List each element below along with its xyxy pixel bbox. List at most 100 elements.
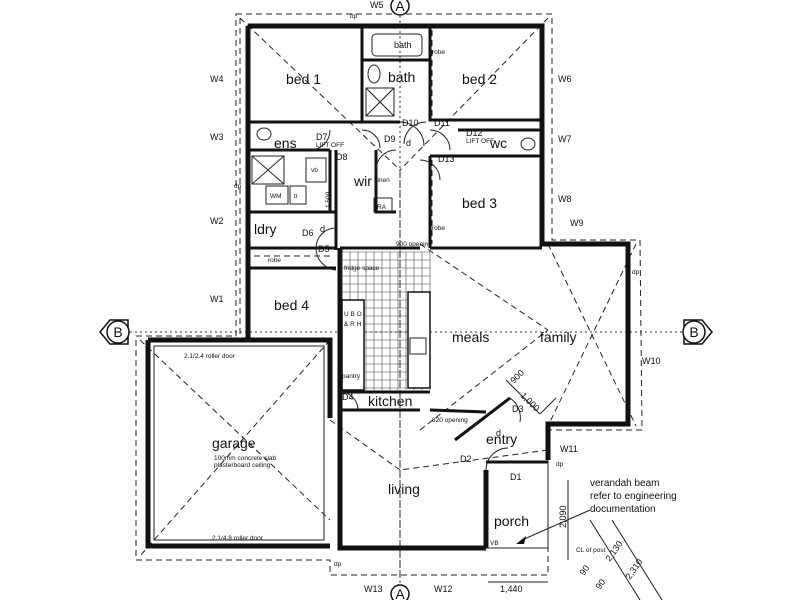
dim-2130: 2,130 xyxy=(603,539,624,563)
door-labels: D1 D2 D3 D4 D5 D6 D7 D8 D9 D10 D11 D12 D… xyxy=(302,118,524,482)
fixture-opening-900: 900 opening xyxy=(396,241,432,248)
window-label-w4: W4 xyxy=(210,74,224,84)
door-mark-1: d xyxy=(406,138,411,148)
dim-1440: 1,440 xyxy=(500,584,523,594)
wc-toilet xyxy=(520,137,536,151)
door-label-d12: D12 xyxy=(466,128,483,138)
window-labels: W1 W2 W3 W4 W5 W6 W7 W8 W9 W10 W11 W12 W… xyxy=(210,0,661,594)
verandah-arrowhead xyxy=(516,536,526,544)
window-label-w9: W9 xyxy=(570,218,584,228)
room-label-bath: bath xyxy=(388,69,415,85)
fixture-tr: tr xyxy=(294,193,299,200)
downpipe-1: dp xyxy=(350,13,358,20)
garage-roller-door-top: 2.1/2.4 roller door xyxy=(184,353,236,360)
window-label-w13: W13 xyxy=(364,584,383,594)
door-label-d1: D1 xyxy=(510,472,522,482)
section-marker-a-top: A xyxy=(390,0,410,16)
room-label-bed1: bed 1 xyxy=(286,71,321,87)
window-label-w12: W12 xyxy=(434,584,453,594)
section-marker-a-bottom: A xyxy=(390,584,410,600)
room-label-meals: meals xyxy=(452,329,489,345)
dim-1500: 1,500 xyxy=(325,191,332,208)
verandah-note-3: documentation xyxy=(590,504,656,515)
window-label-w11: W11 xyxy=(560,444,578,454)
door-label-d10: D10 xyxy=(402,118,419,128)
verandah-note-1: verandah beam xyxy=(590,478,660,489)
fixture-pantry: pantry xyxy=(342,373,361,380)
door-label-d2: D2 xyxy=(460,454,472,464)
exterior-walls xyxy=(145,23,631,551)
window-label-w2: W2 xyxy=(210,216,224,226)
room-label-entry: entry xyxy=(486,431,517,447)
verandah-note-2: refer to engineering xyxy=(590,491,677,502)
fixture-wm: WM xyxy=(270,193,282,200)
window-label-w10: W10 xyxy=(642,356,661,366)
bath-shower xyxy=(365,87,395,117)
post-note: CL of post xyxy=(576,547,606,554)
room-label-wir: wir xyxy=(353,173,372,189)
section-label-a-top: A xyxy=(395,0,405,14)
door-label-d11: D11 xyxy=(434,118,450,128)
garage-slab-note: 100mm concrete slab xyxy=(214,455,277,462)
window-label-w1: W1 xyxy=(210,294,224,304)
room-label-living: living xyxy=(388,481,420,497)
dim-2310: 2,310 xyxy=(623,557,644,581)
fixture-rh: & R H xyxy=(344,321,362,328)
fixture-ubo: U B O xyxy=(344,311,362,318)
fixture-ra: RA xyxy=(377,204,387,211)
section-marker-b-left: B xyxy=(99,319,130,345)
door-mark-2: d xyxy=(320,224,325,234)
dim-2090: 2,090 xyxy=(558,505,568,528)
bath-tub xyxy=(371,33,423,57)
washing-machine-box xyxy=(265,185,289,205)
door-label-d6: D6 xyxy=(302,228,314,238)
room-label-bath-small: bath xyxy=(394,40,412,50)
bath-basin xyxy=(367,64,381,84)
window-label-w3: W3 xyxy=(210,132,224,142)
laundry-tub-box xyxy=(289,185,307,205)
section-label-b-right: B xyxy=(689,324,698,340)
garage-inner xyxy=(153,345,325,541)
window-label-w6: W6 xyxy=(558,74,572,84)
window-label-w8: W8 xyxy=(558,194,572,204)
room-label-bed3: bed 3 xyxy=(462,195,497,211)
fixture-robe-bed2: robe xyxy=(432,49,445,56)
door-label-d4: D4 xyxy=(342,392,354,402)
room-label-ldry: ldry xyxy=(254,221,277,237)
door-mark-3: d xyxy=(496,428,501,438)
fixture-robe-bed4: robe xyxy=(268,257,281,264)
kitchen-bench xyxy=(341,299,365,391)
door-swings xyxy=(309,121,521,471)
fixture-vb-porch: VB xyxy=(490,540,499,547)
door-label-d9: D9 xyxy=(384,134,396,144)
fixture-liftoff-d7: LIFT OFF xyxy=(316,142,344,149)
kitchen-sink xyxy=(409,337,427,355)
eave-outline xyxy=(135,13,643,576)
ens-shower xyxy=(251,155,285,185)
fixture-opening-820: 820 opening xyxy=(432,417,468,424)
verandah-leader xyxy=(521,509,591,541)
downpipe-2: dp xyxy=(234,183,242,190)
section-label-b-left: B xyxy=(113,324,122,340)
room-label-garage: garage xyxy=(212,435,256,451)
door-label-d8: D8 xyxy=(336,152,348,162)
door-label-d7: D7 xyxy=(316,132,328,142)
downpipe-3: dp xyxy=(632,269,640,276)
fixture-robe-bed3: robe xyxy=(432,225,445,232)
dim-900: 900 xyxy=(508,368,526,386)
fixture-liftoff-d12: LIFT OFF xyxy=(466,138,494,145)
section-marker-b-right: B xyxy=(682,319,713,345)
downpipe-4: dp xyxy=(556,461,564,468)
garage-ceiling-note: plasterboard ceiling xyxy=(214,462,271,469)
door-label-d5: D5 xyxy=(318,244,330,254)
section-label-a-bottom: A xyxy=(395,586,405,600)
fixture-vb-ens: vb xyxy=(311,167,318,174)
room-label-ens: ens xyxy=(274,135,297,151)
ens-vanity xyxy=(305,157,327,183)
dim-90a: 90 xyxy=(577,563,591,577)
room-label-bed2: bed 2 xyxy=(462,71,497,87)
room-label-porch: porch xyxy=(494,513,529,529)
ens-toilet xyxy=(256,127,272,141)
room-label-family: family xyxy=(540,329,577,345)
